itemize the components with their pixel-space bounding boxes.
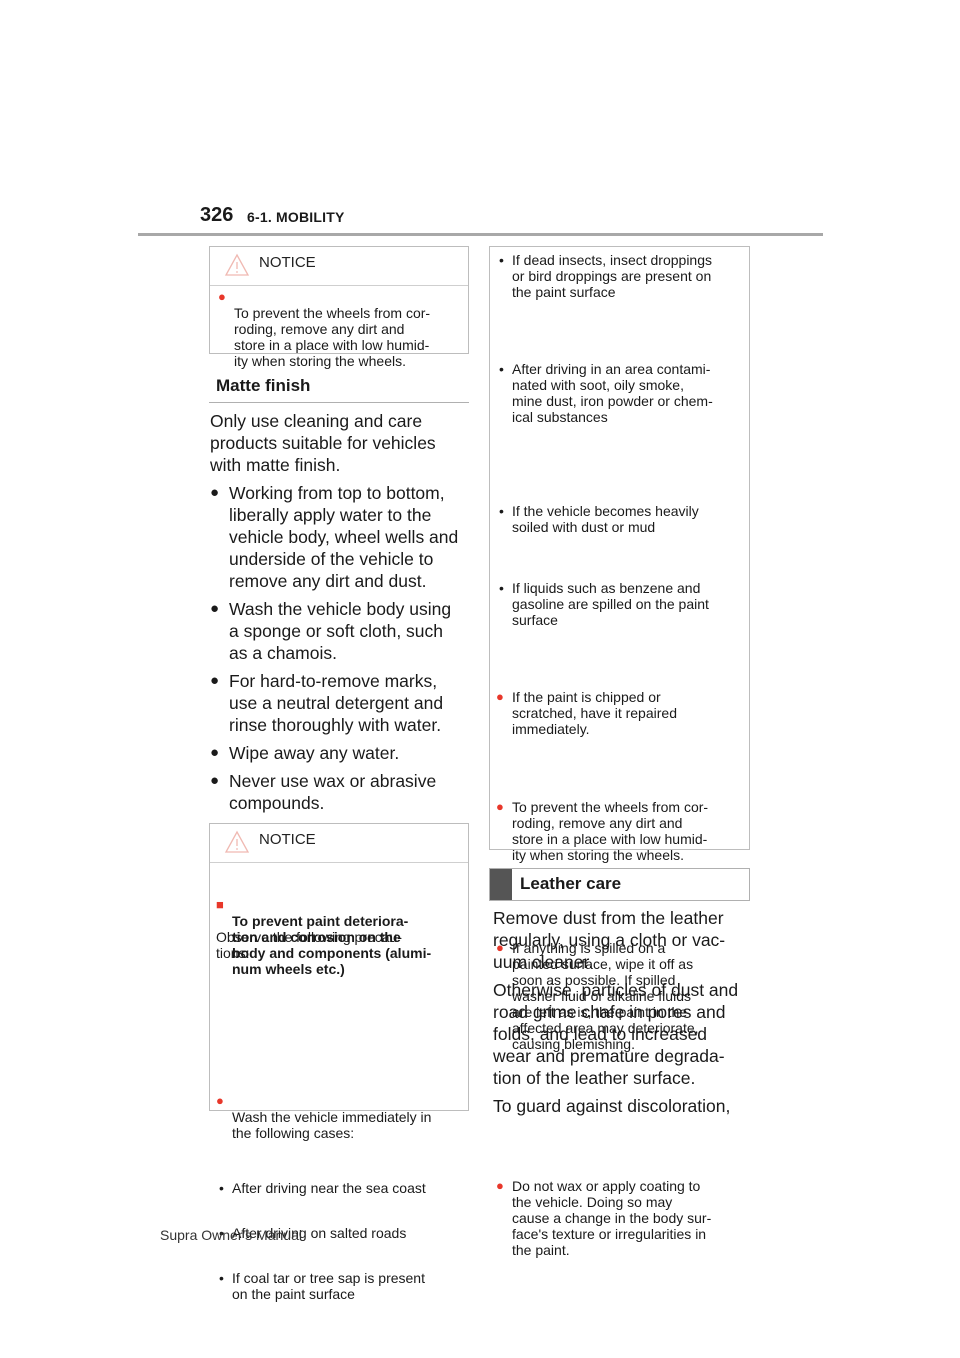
heading-text: Leather care — [520, 874, 622, 893]
notice-item-text: Wash the vehicle immediately in the foll… — [232, 1109, 432, 1141]
notice-header: NOTICE — [210, 247, 468, 286]
notice-item-text: If anything is spilled on a painted surf… — [512, 940, 699, 1052]
dash-bullet: • — [219, 1270, 224, 1286]
dash-bullet: • — [499, 361, 504, 377]
case-text: After driving near the sea coast — [232, 1180, 426, 1196]
red-dot-bullet-icon: ● — [496, 940, 504, 955]
footer-manual-title: Supra Owner's Manual — [160, 1227, 302, 1243]
filled-circle-bullet-icon: ● — [210, 772, 220, 789]
notice-item-text: To prevent the wheels from cor- roding, … — [512, 799, 709, 863]
filled-circle-bullet-icon: ● — [210, 600, 220, 617]
list-item: ● Wipe away any water. — [210, 742, 472, 764]
dash-bullet: • — [219, 1225, 224, 1241]
list-item-text: Working from top to bottom, liberally ap… — [229, 483, 459, 591]
section-heading-leather: Leather care — [489, 868, 750, 901]
case-text: If liquids such as benzene and gasoline … — [512, 580, 709, 628]
red-dot-bullet-icon: ● — [496, 1178, 504, 1193]
leather-paragraph-1: Remove dust from the leather regularly, … — [493, 908, 726, 972]
section-title: 6-1. MOBILITY — [247, 209, 345, 225]
case-text: After driving in an area contami- nated … — [512, 361, 713, 425]
warning-triangle-icon — [224, 253, 250, 276]
case-item: • If the vehicle becomes heavily soiled w… — [494, 503, 764, 535]
list-item: ● Wash the vehicle body using a sponge or… — [210, 598, 472, 664]
leather-paragraph-3: To guard against discoloration, — [493, 1096, 731, 1116]
notice-box-wheels: NOTICE ● To prevent the wheels from cor- … — [209, 246, 469, 369]
notice-item-text: To prevent the wheels from cor- roding, … — [234, 305, 431, 369]
case-item: • After driving near the sea coast — [214, 1180, 484, 1196]
notice-item: ● Wash the vehicle immediately in the fol… — [214, 1093, 484, 1141]
filled-circle-bullet-icon: ● — [210, 744, 220, 761]
notice-title-text: To prevent paint deteriora- tion and cor… — [232, 913, 432, 977]
notice-item: ● To prevent the wheels from cor- roding,… — [494, 799, 764, 863]
heading-bar — [490, 869, 512, 900]
notice-item: ● If anything is spilled on a painted sur… — [494, 940, 764, 1052]
notice-item: ● Do not wax or apply coating to the vehi… — [494, 1178, 764, 1258]
dash-bullet: • — [499, 580, 504, 596]
case-text: If dead insects, insect droppings or bir… — [512, 252, 713, 300]
warning-triangle-icon — [224, 830, 250, 853]
header-rule — [138, 233, 823, 236]
notice-box-continued: • If dead insects, insect droppings or bi… — [489, 246, 750, 1258]
section-heading-matte: Matte finish — [209, 368, 469, 403]
red-square-bullet-icon: ■ — [216, 897, 224, 912]
case-text: If the vehicle becomes heavily soiled wi… — [512, 503, 699, 535]
notice-header: NOTICE — [210, 824, 468, 863]
case-item: • If coal tar or tree sap is present on t… — [214, 1270, 484, 1302]
list-item: ● Working from top to bottom, liberally a… — [210, 482, 472, 592]
case-item: • If liquids such as benzene and gasoline… — [494, 580, 764, 628]
case-item: • After driving in an area contami- nated… — [494, 361, 764, 425]
dash-bullet: • — [499, 503, 504, 519]
list-item-text: For hard-to-remove marks, use a neutral … — [229, 671, 444, 735]
case-text: After driving on salted roads — [232, 1225, 407, 1241]
dash-bullet: • — [219, 1180, 224, 1196]
list-item-text: Never use wax or abrasive compounds. — [229, 771, 437, 813]
notice-title: ■ To prevent paint deteriora- tion and co… — [214, 897, 484, 977]
notice-item-text: If the paint is chipped or scratched, ha… — [512, 689, 677, 737]
leather-paragraph-2: Otherwise, particles of dust and road gr… — [493, 980, 739, 1088]
red-dot-bullet-icon: ● — [218, 289, 226, 304]
red-dot-bullet-icon: ● — [216, 1093, 224, 1108]
notice-item-text: Do not wax or apply coating to the vehic… — [512, 1178, 712, 1258]
dash-bullet: • — [499, 252, 504, 268]
notice-label: NOTICE — [259, 254, 316, 271]
list-item-text: Wipe away any water. — [229, 743, 400, 763]
list-item: ● For hard-to-remove marks, use a neutral… — [210, 670, 472, 736]
red-dot-bullet-icon: ● — [496, 799, 504, 814]
case-text: If coal tar or tree sap is present on th… — [232, 1270, 425, 1302]
list-item-text: Wash the vehicle body using a sponge or … — [229, 599, 452, 663]
matte-intro: Only use cleaning and care products suit… — [210, 411, 436, 475]
red-dot-bullet-icon: ● — [496, 689, 504, 704]
notice-item: ● If the paint is chipped or scratched, h… — [494, 689, 764, 737]
heading-text: Matte finish — [216, 376, 311, 395]
notice-box-paint: NOTICE ■ To prevent paint deteriora- tion… — [209, 823, 469, 1302]
page-number: 326 — [200, 204, 234, 226]
notice-item: ● To prevent the wheels from cor- roding,… — [216, 289, 482, 369]
notice-label: NOTICE — [259, 831, 316, 848]
case-item: • If dead insects, insect droppings or bi… — [494, 252, 764, 300]
list-item: ● Never use wax or abrasive compounds. — [210, 770, 472, 814]
case-item: • After driving on salted roads — [214, 1225, 484, 1241]
matte-bullet-list: ● Working from top to bottom, liberally a… — [210, 482, 472, 814]
filled-circle-bullet-icon: ● — [210, 672, 220, 689]
filled-circle-bullet-icon: ● — [210, 484, 220, 501]
notice-observe: Observe the following precau- tions: — [216, 929, 402, 961]
